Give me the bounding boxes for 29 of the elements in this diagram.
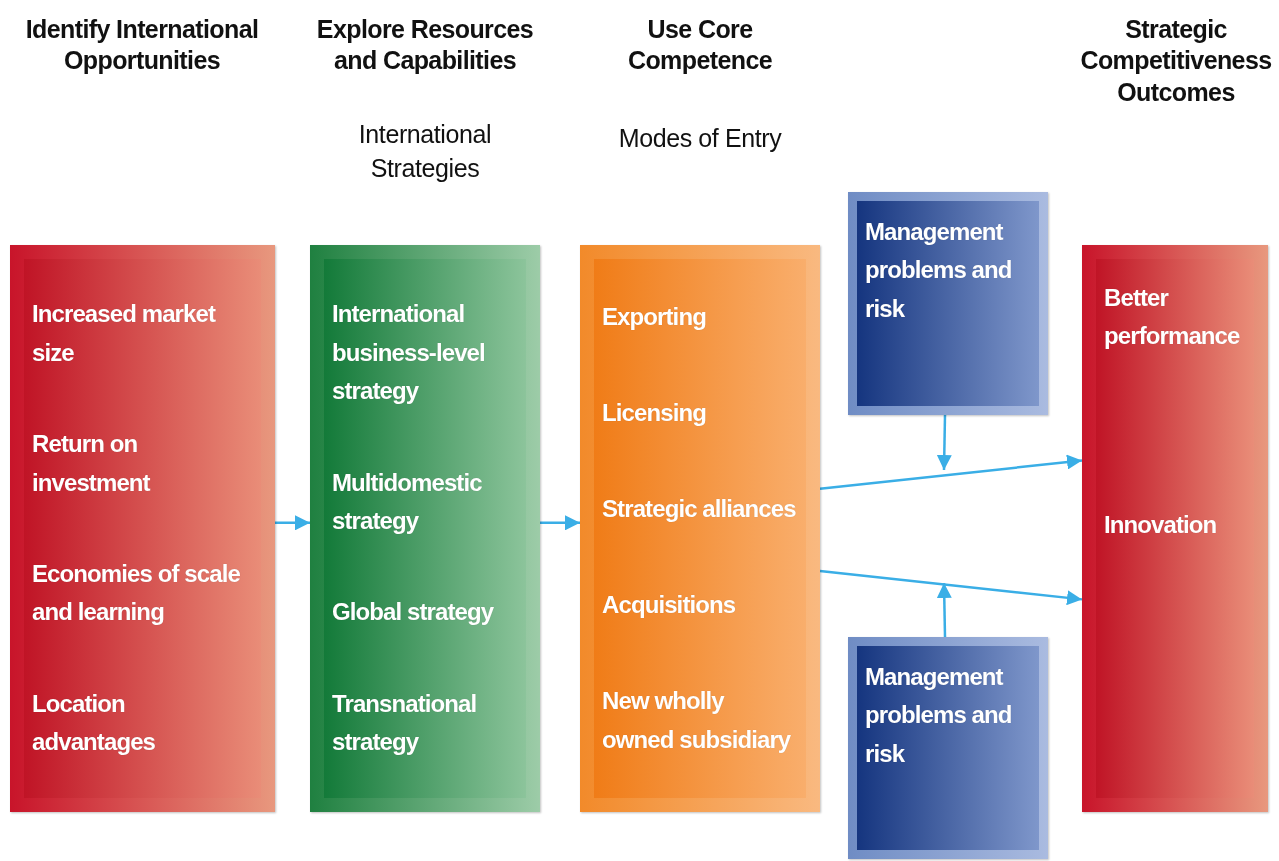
column-heading: Identify International Opportunities <box>24 14 260 77</box>
arrow <box>936 414 952 471</box>
list-item: Innovation <box>1104 509 1218 540</box>
list-item: Acquisitions <box>602 590 737 621</box>
arrow <box>540 515 580 531</box>
arrow <box>936 582 952 638</box>
list-item: International business-level strategy <box>332 299 486 407</box>
list-item: New wholly owned subsidiary <box>602 686 792 755</box>
list-item: Economies of scale and learning <box>32 559 241 628</box>
list-item: Return on investment <box>32 429 152 498</box>
column-heading: Explore Resources and Capabilities <box>315 14 535 77</box>
list-item: Transnational strategy <box>332 688 478 758</box>
list-item: Strategic alliances <box>602 494 797 525</box>
list-item: Management problems and risk <box>865 662 1013 769</box>
list-item: Location advantages <box>32 688 157 758</box>
column-heading: Use Core Competence <box>626 14 773 77</box>
list-item: Increased market size <box>32 299 217 368</box>
list-item: Management problems and risk <box>865 217 1013 324</box>
list-item: Exporting <box>602 301 707 332</box>
list-item: Global strategy <box>332 597 495 628</box>
column-subheading: Modes of Entry <box>618 123 782 154</box>
list-item: Licensing <box>602 397 707 428</box>
column-subheading: International Strategies <box>357 119 493 184</box>
arrow <box>819 454 1083 491</box>
list-item: Multidomestic strategy <box>332 467 483 536</box>
arrow <box>819 569 1083 606</box>
arrow <box>275 515 310 531</box>
column-heading: Strategic Competitiveness Outcomes <box>1080 14 1272 108</box>
list-item: Better performance <box>1104 283 1241 352</box>
